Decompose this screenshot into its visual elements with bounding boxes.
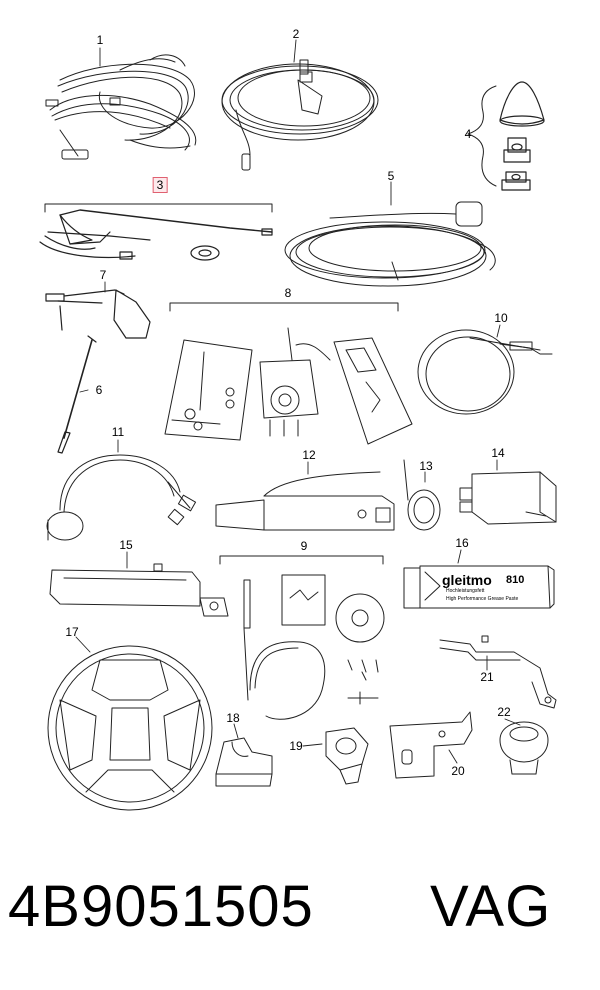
callout-13: 13 — [419, 459, 433, 473]
tube-subtitle-1: Hochleistungsfett — [446, 588, 485, 594]
control-module — [460, 472, 556, 524]
callout-22: 22 — [497, 705, 511, 719]
tube-brand: gleitmo — [442, 572, 492, 588]
callout-10: 10 — [494, 311, 508, 325]
coiled-antenna-cable — [222, 60, 378, 170]
tube-number: 810 — [506, 574, 525, 586]
callout-17: 17 — [65, 625, 79, 639]
roof-antenna — [40, 210, 272, 260]
adapter-cable — [47, 455, 196, 540]
antenna-cover-and-nuts — [500, 82, 544, 190]
callout-15: 15 — [119, 538, 133, 552]
callout-9: 9 — [300, 539, 308, 553]
mounting-bracket — [46, 290, 150, 338]
part-number: 4B9051505 — [8, 874, 314, 939]
cable-with-connectors — [418, 330, 552, 414]
callout-16: 16 — [455, 536, 469, 550]
callout-8: 8 — [284, 286, 292, 300]
tube-subtitle-2: High Performance Grease Paste — [446, 596, 519, 602]
callout-4: 4 — [464, 127, 472, 141]
connector-assembly — [216, 472, 394, 530]
retaining-clip — [216, 738, 272, 786]
parts-exploded-diagram: 1 2 3 4 5 6 7 8 9 10 11 12 13 14 15 16 1… — [0, 0, 600, 840]
callout-21: 21 — [480, 670, 494, 684]
spare-wheel-holder — [48, 646, 212, 810]
coil-spring — [404, 460, 440, 530]
leader-lines — [76, 40, 520, 763]
clamp-19 — [326, 728, 368, 784]
group-brackets — [45, 86, 496, 564]
callout-20: 20 — [451, 764, 465, 778]
gps-antenna-cable — [285, 202, 495, 286]
callout-18: 18 — [226, 711, 240, 725]
callout-11: 11 — [111, 425, 125, 439]
antenna-install-kit — [244, 575, 384, 719]
rubber-grommet — [500, 722, 548, 774]
callout-6: 6 — [95, 383, 103, 397]
radio-mount-kit — [165, 328, 412, 444]
brand-name: VAG — [430, 874, 552, 939]
callout-7: 7 — [99, 268, 107, 282]
callout-1: 1 — [96, 33, 104, 47]
module-housing — [50, 564, 228, 616]
rod-antenna — [58, 336, 96, 453]
grease-tube — [404, 566, 554, 608]
callout-19: 19 — [289, 739, 303, 753]
parts-illustration — [0, 0, 600, 840]
callout-3-highlighted: 3 — [152, 177, 168, 193]
callout-12: 12 — [302, 448, 316, 462]
callout-5: 5 — [387, 169, 395, 183]
wiring-harness — [46, 55, 196, 159]
callout-2: 2 — [292, 27, 300, 41]
callout-14: 14 — [491, 446, 505, 460]
mounting-bracket-20 — [390, 712, 472, 778]
mounting-bracket-21 — [440, 636, 556, 708]
